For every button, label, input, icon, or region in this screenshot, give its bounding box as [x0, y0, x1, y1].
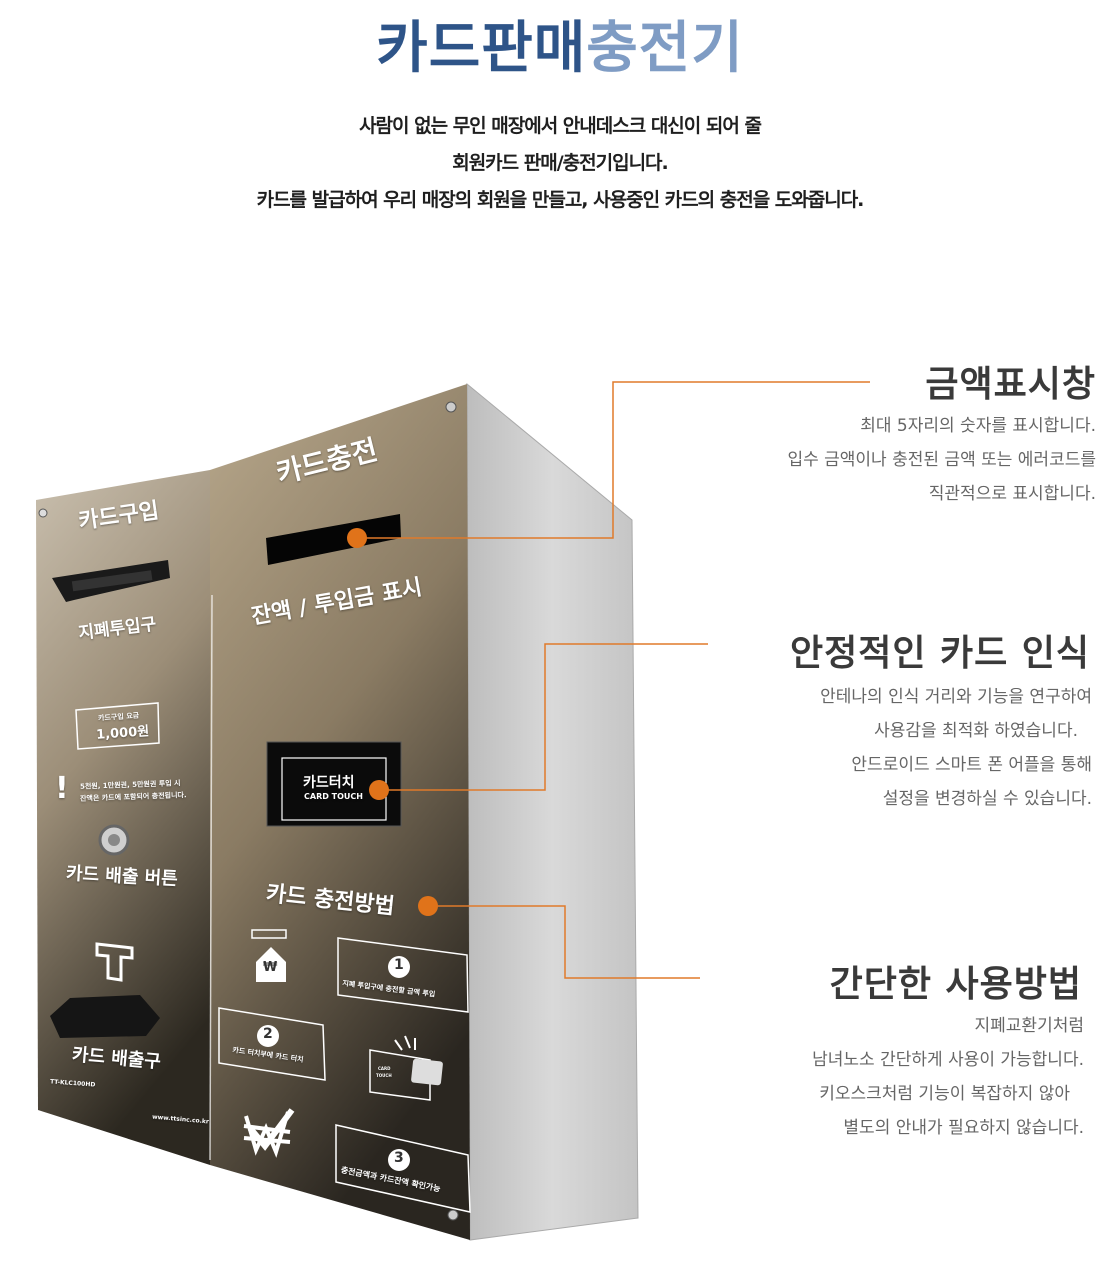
- step-2-number: 2: [263, 1026, 273, 1042]
- feature-title-display: 금액표시창: [925, 364, 1096, 405]
- notice-text-1: 5천원, 1만원권, 5만원권 투입 시: [79, 779, 181, 791]
- page-title: 카드판매충전기: [0, 14, 1120, 84]
- feature-desc-line: 남녀노소 간단하게 사용이 가능합니다.: [812, 1050, 1084, 1070]
- feature-desc-line: 사용감을 최적화 하였습니다.: [874, 721, 1078, 741]
- deposit-won-symbol: ₩: [263, 960, 278, 975]
- bill-slot: [52, 560, 170, 602]
- mini-card-text-2: TOUCH: [376, 1073, 392, 1078]
- intro-text: 사람이 없는 무인 매장에서 안내데스크 대신이 되어 줄 회원카드 판매/충전…: [0, 108, 1120, 219]
- balance-display: [266, 514, 401, 565]
- feature-desc-line: 직관적으로 표시합니다.: [928, 484, 1096, 504]
- website-text: www.ttsinc.co.kr: [151, 1113, 210, 1126]
- feature-desc-display: 최대 5자리의 숫자를 표시합니다. 입수 금액이나 충전된 금액 또는 에러코…: [787, 409, 1096, 511]
- feature-desc-line: 지폐교환기처럼: [974, 1016, 1084, 1036]
- intro-line: 사람이 없는 무인 매장에서 안내데스크 대신이 되어 줄: [359, 115, 762, 137]
- card-touch-label-en: CARD TOUCH: [304, 792, 363, 801]
- t-logo-text: T: [0, 0, 1, 1]
- feature-desc-line: 안드로이드 스마트 폰 어플을 통해: [851, 755, 1092, 775]
- step-3-number: 3: [394, 1150, 404, 1166]
- machine-side-panel: [466, 382, 639, 1241]
- mini-card-text-1: CARD: [378, 1066, 391, 1071]
- feature-title-recognition: 안정적인 카드 인식: [789, 633, 1090, 674]
- feature-desc-line: 키오스크처럼 기능이 복잡하지 않아: [819, 1084, 1070, 1104]
- howto-title: 카드 충전방법: [264, 881, 396, 920]
- model-number: TT-KLC100HD: [49, 1078, 96, 1089]
- feature-desc-line: 안테나의 인식 거리와 기능을 연구하여: [820, 687, 1092, 707]
- step-2-text: 카드 터치부에 카드 터치: [231, 1046, 304, 1064]
- display-label: 잔액 / 투입금 표시: [249, 575, 424, 630]
- step-1-number: 1: [394, 957, 404, 973]
- title-part-2: 충전기: [586, 16, 744, 81]
- price-value: 1,000원: [95, 724, 150, 743]
- step-1-text: 지폐 투입구에 충전할 금액 투입: [341, 979, 436, 999]
- machine-front-right: [210, 384, 470, 1240]
- t-logo-icon: [95, 942, 134, 982]
- feature-desc-usage: 지폐교환기처럼 남녀노소 간단하게 사용이 가능합니다. 키오스크처럼 기능이 …: [812, 1009, 1084, 1145]
- title-part-1: 카드판매: [376, 16, 587, 81]
- feature-desc-line: 설정을 변경하실 수 있습니다.: [882, 789, 1092, 809]
- card-outlet-label: 카드 배출구: [71, 1044, 162, 1073]
- callout-dot-display: [347, 528, 367, 548]
- notice-icon: !: [55, 771, 69, 806]
- bill-slot-label: 지폐투입구: [77, 614, 158, 644]
- intro-line: 회원카드 판매/충전기입니다.: [452, 152, 669, 174]
- feature-desc-line: 입수 금액이나 충전된 금액 또는 에러코드를: [787, 450, 1096, 470]
- step-3-text: 충전금액과 카드잔액 확인가능: [340, 1165, 442, 1194]
- card-purchase-title: 카드구입: [77, 498, 161, 535]
- won-check-icon: [243, 1111, 291, 1158]
- eject-button-label: 카드 배출 버튼: [65, 863, 179, 890]
- feature-desc-line: 별도의 안내가 필요하지 않습니다.: [843, 1118, 1084, 1138]
- card-charge-title: 카드충전: [272, 432, 381, 490]
- card-touch-label-ko: 카드터치: [303, 775, 355, 791]
- intro-line: 카드를 발급하여 우리 매장의 회원을 만들고, 사용중인 카드의 충전을 도와…: [256, 189, 865, 211]
- notice-text-2: 잔액은 카드에 포함되어 충전됩니다.: [79, 791, 187, 803]
- eject-button-graphic: [98, 824, 130, 856]
- feature-desc-line: 최대 5자리의 숫자를 표시합니다.: [860, 416, 1096, 436]
- callout-dot-howto: [418, 896, 438, 916]
- card-outlet: [50, 995, 160, 1038]
- callout-dot-touch: [369, 780, 389, 800]
- feature-title-usage: 간단한 사용방법: [829, 964, 1082, 1005]
- feature-desc-recognition: 안테나의 인식 거리와 기능을 연구하여 사용감을 최적화 하였습니다. 안드로…: [820, 680, 1092, 816]
